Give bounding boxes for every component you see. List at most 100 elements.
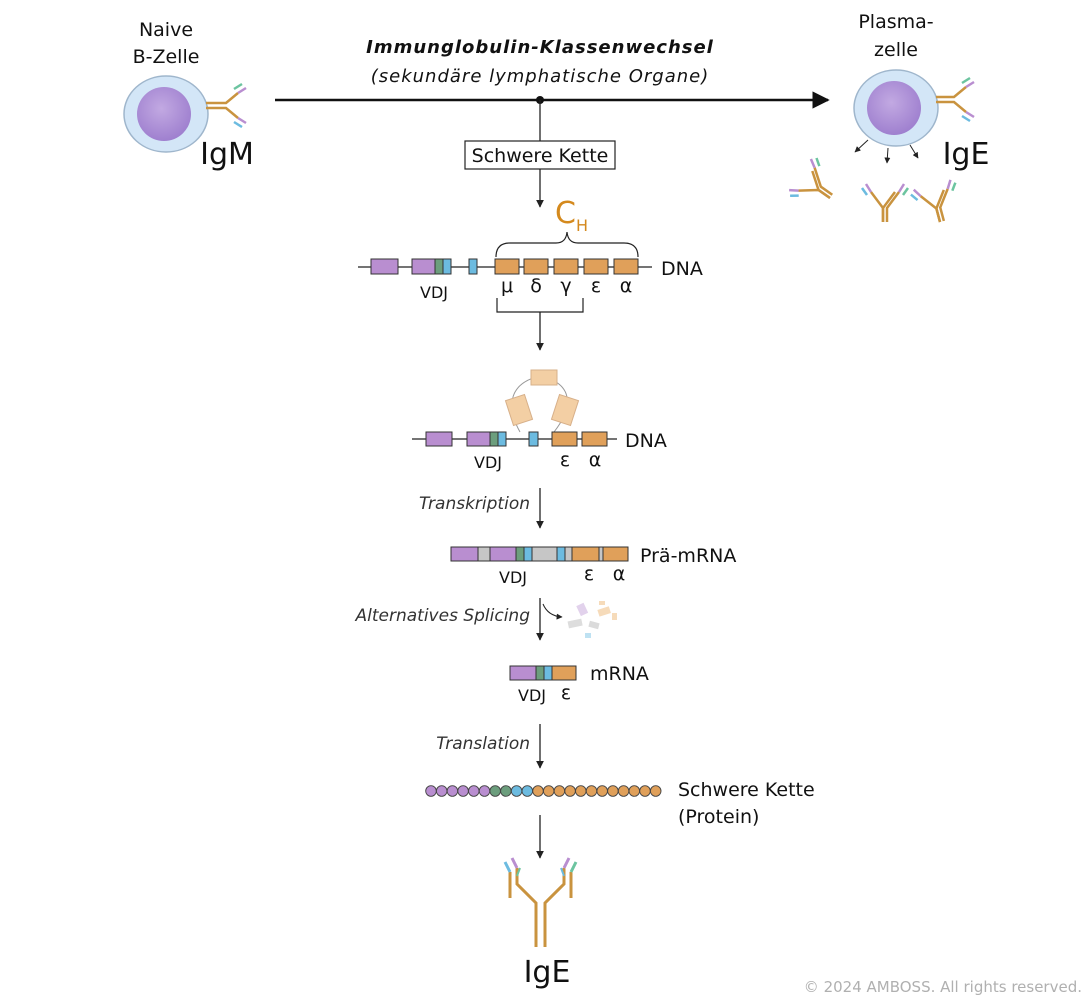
dna1-gamma-segment (553, 258, 579, 275)
amino-acid-bead (596, 785, 608, 797)
dna2-vdj-label: VDJ (474, 453, 502, 472)
naive-b-cell: Naive B-Zelle IgM (123, 19, 254, 172)
pre-mrna-switch (556, 546, 566, 562)
heavy-chain-box-label: Schwere Kette (472, 145, 609, 167)
dna1-vdj-label: VDJ (420, 283, 448, 302)
amino-acid-bead (489, 785, 501, 797)
ch-brace (495, 231, 639, 258)
mrna-vdj-label: VDJ (518, 686, 546, 705)
mrna-j-exon (543, 665, 553, 681)
dna2-j-segment (497, 431, 507, 447)
naive-cell-isotype: IgM (200, 137, 254, 172)
dna-switched: DNA VDJ ε α (412, 369, 667, 472)
dna2-epsilon-label: ε (560, 449, 570, 471)
excised-segment-1 (530, 369, 558, 386)
spliced-out-fragments (567, 601, 617, 638)
dna1-delta-label: δ (530, 275, 542, 297)
pre-mrna-d-exon (515, 546, 525, 562)
pre-mrna-alpha-label: α (613, 563, 626, 585)
dna1-d-segment (434, 258, 444, 275)
pre-mrna-epsilon-exon (571, 546, 600, 562)
dna1-switch-region (468, 258, 478, 275)
amino-acid-bead (542, 785, 555, 797)
secretion-arrow-2 (884, 147, 891, 164)
dna1-alpha-label: α (620, 275, 633, 297)
amino-acid-bead (446, 785, 459, 797)
dna1-v-segment (370, 258, 399, 275)
plasma-cell-isotype: IgE (943, 137, 990, 172)
excised-segment-2 (504, 393, 534, 427)
amino-acid-bead (553, 785, 566, 797)
mrna-label: mRNA (590, 663, 649, 685)
spliced-out-arrow (542, 603, 563, 620)
secreted-ige-icon-3 (908, 177, 966, 229)
excised-segment-3 (550, 393, 580, 427)
amino-acid-bead (532, 785, 544, 797)
naive-cell-nucleus (137, 87, 191, 141)
naive-cell-receptor-icon (206, 82, 247, 129)
protein-label-line1: Schwere Kette (678, 779, 815, 801)
amino-acid-bead (510, 785, 523, 797)
plasma-cell-nucleus (867, 81, 921, 135)
deletion-bracket (496, 298, 584, 313)
ch-subscript: H (576, 216, 588, 235)
amino-acid-bead (649, 785, 662, 797)
protein-label-line2: (Protein) (678, 806, 759, 828)
mrna-epsilon-exon (551, 665, 577, 681)
pre-mrna-v-exon (450, 546, 479, 562)
ige-antibody-icon (503, 857, 578, 947)
amino-acid-bead (575, 785, 587, 797)
ch-label: C (555, 196, 576, 231)
dna1-gamma-label: γ (560, 275, 571, 297)
dna2-label: DNA (625, 430, 667, 452)
pre-mrna-vdj-label: VDJ (499, 568, 527, 587)
dna2-switch-region (528, 431, 539, 447)
dna2-v-segment-2 (466, 431, 491, 447)
amino-acid-bead (639, 785, 651, 797)
diagram-title: Immunglobulin-Klassenwechsel (366, 37, 714, 58)
amino-acid-bead (607, 785, 619, 797)
amino-acid-bead (435, 785, 448, 797)
amino-acid-bead (425, 785, 437, 797)
mrna: mRNA VDJ ε (509, 663, 649, 705)
pre-mrna: Prä-mRNA VDJ ε α (450, 545, 736, 587)
dna1-mu-label: μ (501, 275, 513, 297)
plasma-cell-receptor-icon (936, 76, 975, 123)
heavy-chain-protein (425, 785, 662, 797)
splicing-label: Alternatives Splicing (355, 606, 531, 626)
mrna-epsilon-label: ε (561, 682, 571, 704)
final-isotype-label: IgE (524, 955, 571, 990)
amino-acid-bead (521, 785, 534, 797)
dna1-epsilon-segment (583, 258, 609, 275)
mrna-v-exon (509, 665, 537, 681)
diagram-subtitle: (sekundäre lymphatische Organe) (371, 66, 710, 87)
pre-mrna-v-exon-2 (489, 546, 517, 562)
copyright-notice: © 2024 AMBOSS. All rights reserved. (804, 978, 1082, 996)
amino-acid-bead (468, 785, 480, 797)
dna2-d-segment (489, 431, 499, 447)
amino-acid-bead (478, 785, 491, 797)
secreted-ige-icon-2 (860, 182, 910, 224)
dna1-v-segment-2 (411, 258, 436, 275)
dna-germline: DNA VDJ μ δ γ ε α (358, 258, 703, 351)
amino-acid-bead (628, 785, 641, 797)
secretion-arrow-1 (854, 139, 869, 153)
amino-acid-bead (617, 785, 630, 797)
dna1-label: DNA (661, 258, 703, 280)
mrna-d-exon (535, 665, 545, 681)
amino-acid-bead (564, 785, 576, 797)
dna1-mu-segment (494, 258, 520, 275)
dna2-v-segment (425, 431, 453, 447)
naive-cell-line1: Naive (139, 19, 193, 41)
dna2-alpha-segment (581, 431, 608, 447)
heavy-chain-box (464, 140, 616, 170)
dna2-alpha-label: α (589, 449, 602, 471)
dna1-epsilon-label: ε (591, 275, 601, 297)
amino-acid-bead (457, 785, 469, 797)
dna1-alpha-segment (613, 258, 639, 275)
plasma-cell-line2: zelle (874, 39, 918, 61)
pre-mrna-epsilon-label: ε (584, 563, 594, 585)
naive-cell-line2: B-Zelle (133, 46, 200, 68)
amino-acid-bead (585, 785, 598, 797)
